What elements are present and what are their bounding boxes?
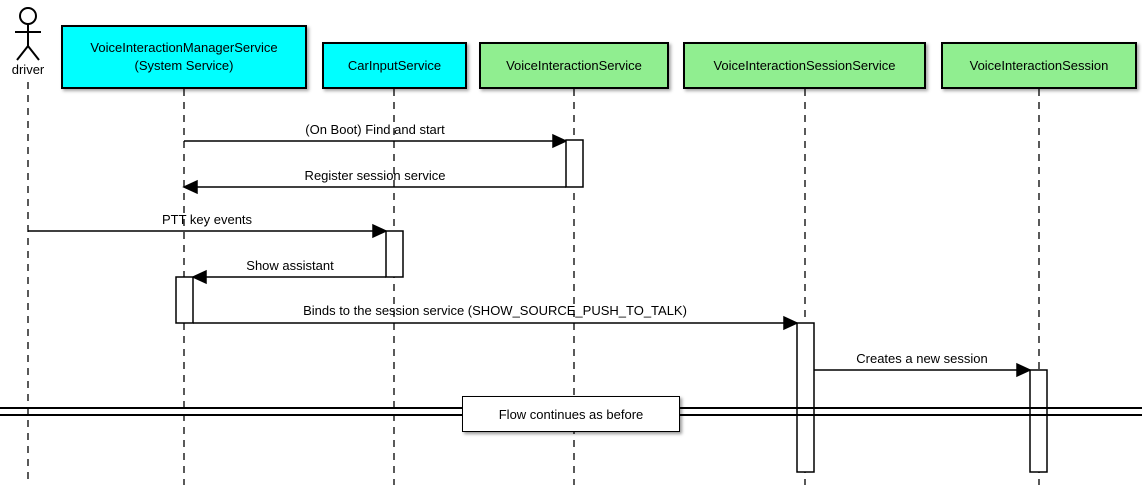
arrowhead-right-icon [552, 133, 568, 149]
arrowhead-left-icon [182, 179, 198, 195]
activation-voice-interaction-session [1029, 369, 1048, 473]
arrowhead-right-icon [1016, 362, 1032, 378]
participant-subtitle: (System Service) [134, 58, 234, 73]
actor-head [19, 7, 37, 25]
message-label-register-session-service: Register session service [304, 168, 446, 183]
actor-right-leg [27, 45, 40, 61]
activation-bars [175, 139, 1048, 473]
participant-label: VoiceInteractionService [506, 57, 642, 73]
message-label-on-boot-find-and-start: (On Boot) Find and start [305, 122, 445, 137]
message-label-creates-new-session: Creates a new session [856, 351, 988, 366]
participant-voice-interaction-service: VoiceInteractionService [479, 42, 669, 89]
divider-label-text: Flow continues as before [498, 406, 644, 422]
message-arrows [28, 133, 1032, 378]
participant-label: CarInputService [347, 57, 442, 73]
participant-label: VoiceInteractionManagerService [90, 40, 278, 55]
participant-voice-interaction-session-service: VoiceInteractionSessionService [683, 42, 926, 89]
participant-car-input-service: CarInputService [322, 42, 467, 89]
arrowhead-left-icon [191, 269, 207, 285]
actor-label: driver [11, 62, 45, 77]
arrowhead-right-icon [372, 223, 388, 239]
activation-voice-interaction-manager-service [175, 276, 194, 324]
participant-voice-interaction-manager-service: VoiceInteractionManagerService (System S… [61, 25, 307, 89]
message-label-ptt-key-events: PTT key events [161, 212, 253, 227]
activation-voice-interaction-session-service [796, 322, 815, 473]
participant-label: VoiceInteractionSession [969, 57, 1109, 73]
participant-label: VoiceInteractionSessionService [713, 57, 896, 73]
message-label-show-assistant: Show assistant [246, 258, 334, 273]
actor-left-leg [16, 45, 29, 61]
arrowhead-right-icon [783, 315, 799, 331]
divider-label-box: Flow continues as before [462, 396, 680, 432]
activation-car-input-service [385, 230, 404, 278]
actor-icon [15, 7, 41, 61]
message-label-binds-to-session-service: Binds to the session service (SHOW_SOURC… [303, 303, 687, 318]
participant-voice-interaction-session: VoiceInteractionSession [941, 42, 1137, 89]
activation-voice-interaction-service [565, 139, 584, 188]
